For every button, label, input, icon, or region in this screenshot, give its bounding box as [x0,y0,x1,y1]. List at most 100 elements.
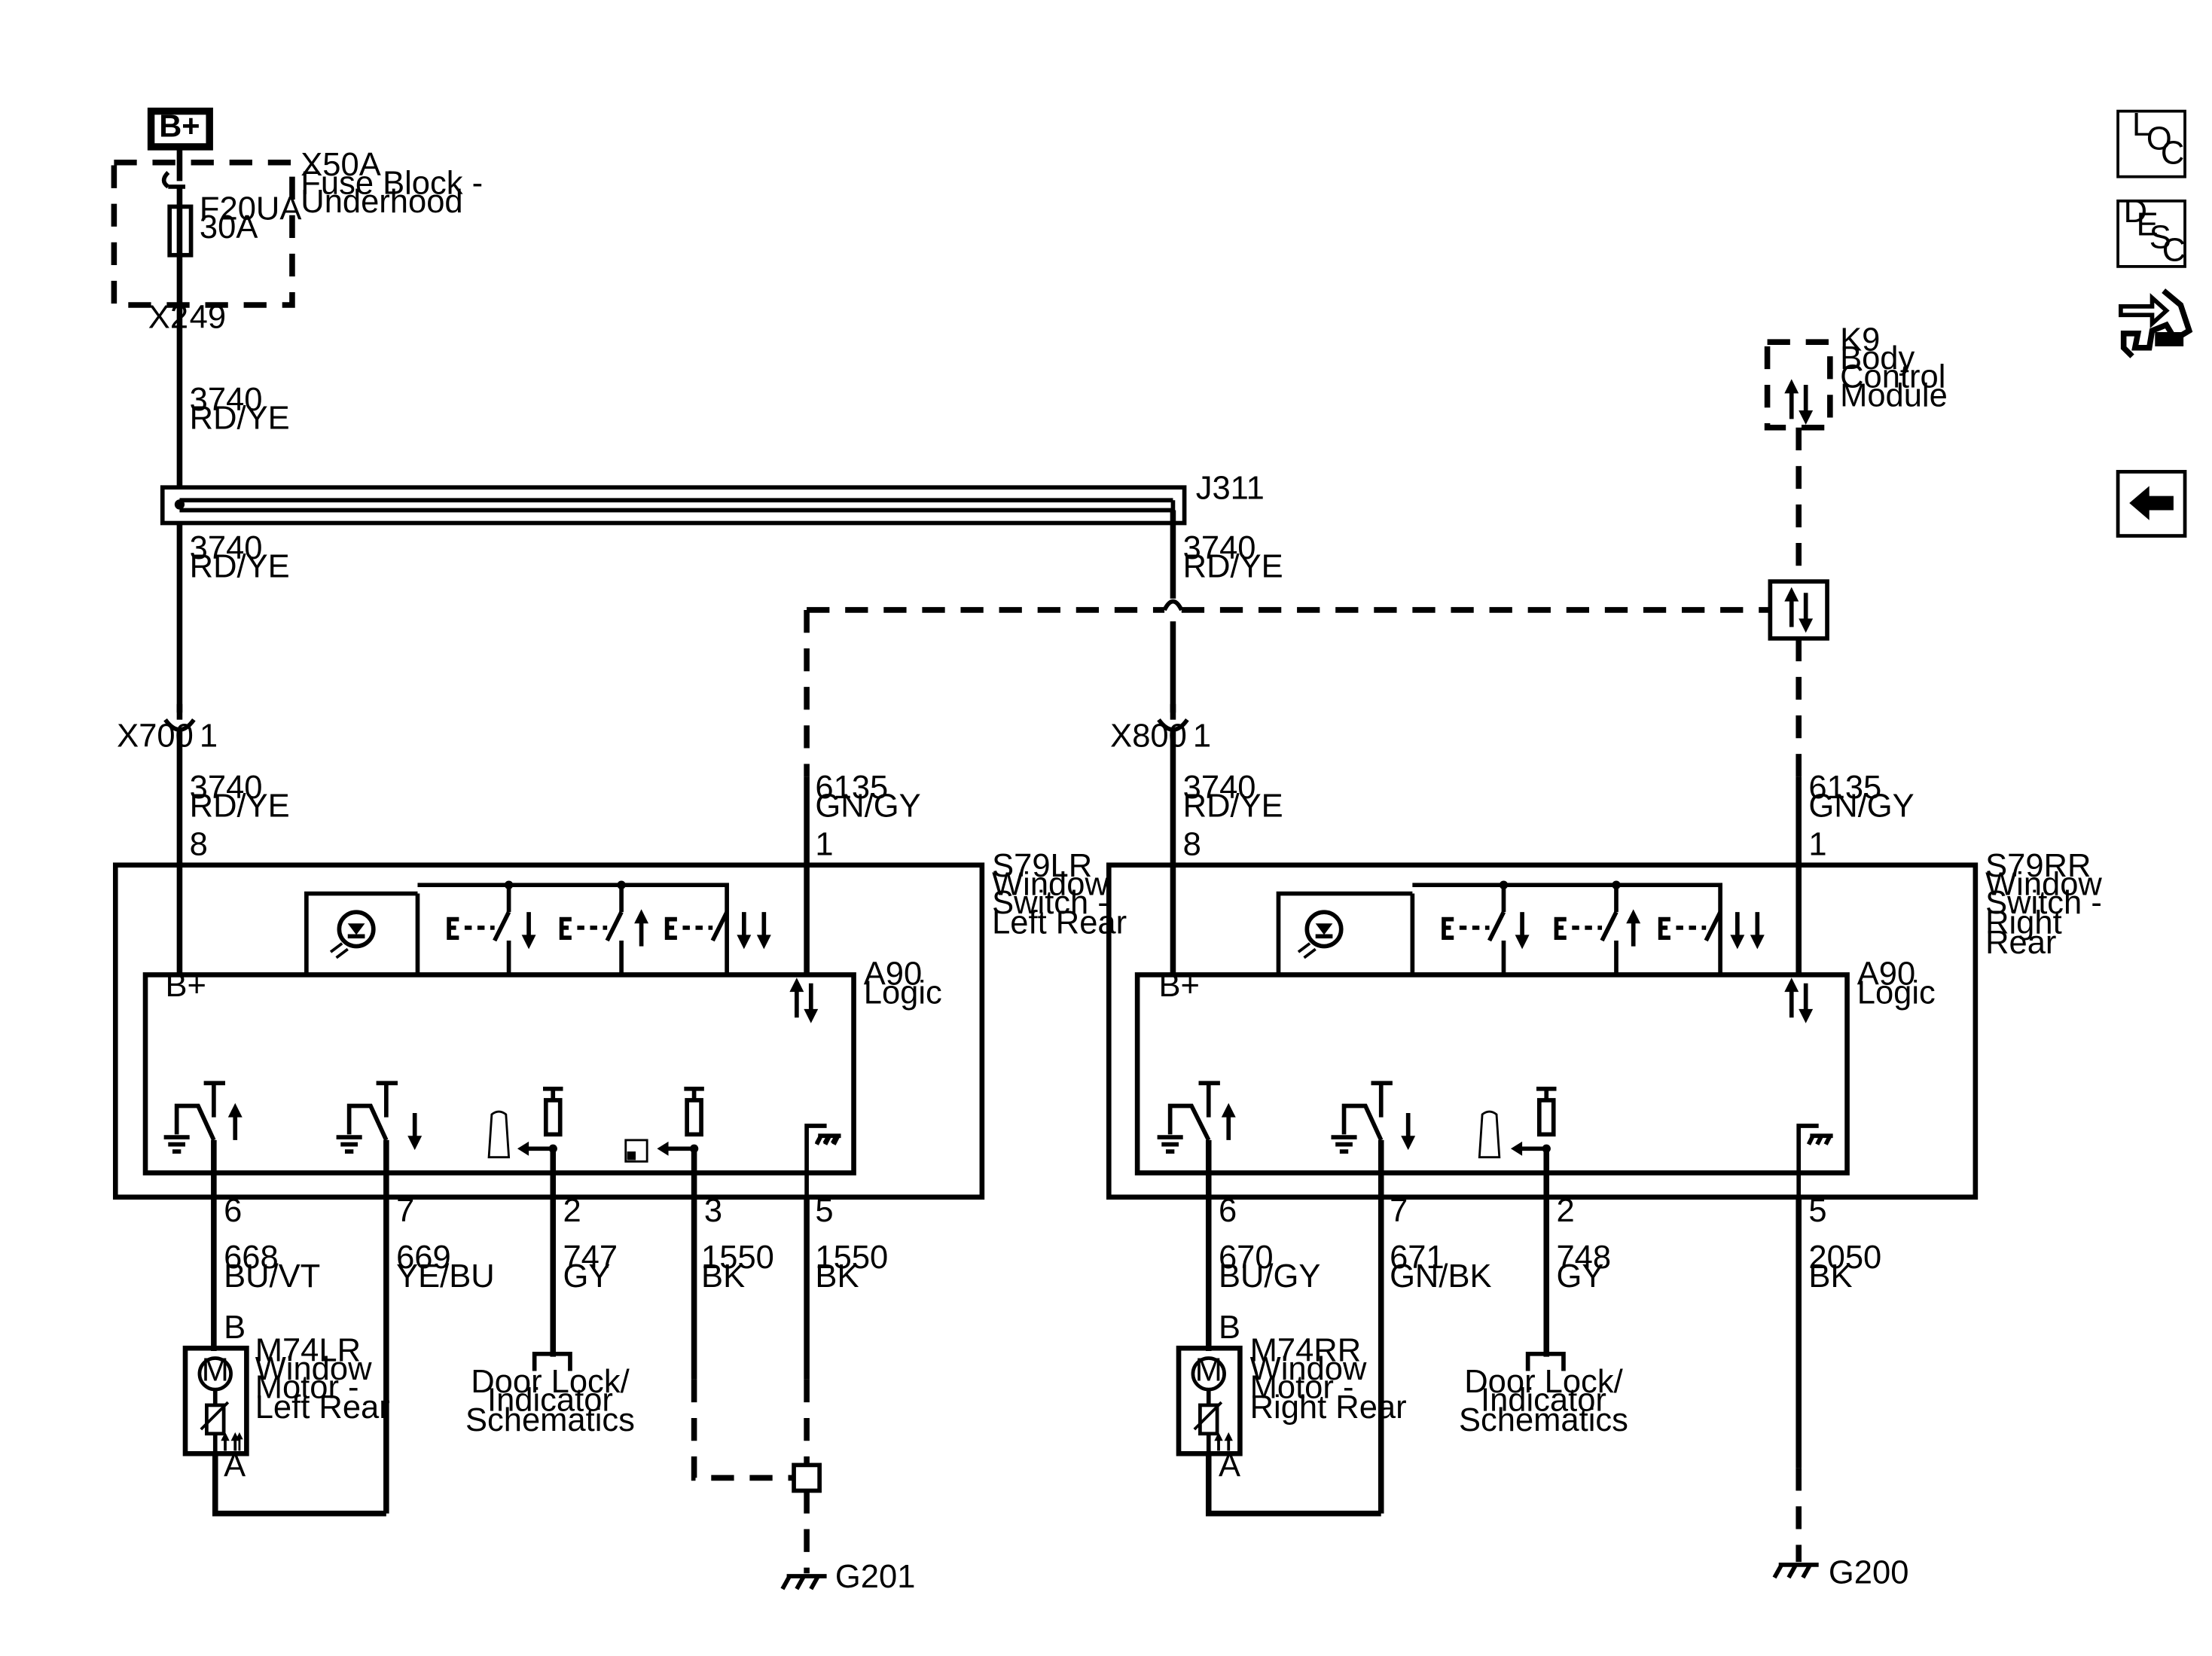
fuse-block-outline [111,159,295,308]
right-door-ref-3: Schematics [1459,1402,1628,1438]
left-motor-id: M74LR [255,1332,361,1368]
left-door-lock-icon [487,1110,511,1159]
motor-sensor-arrows [221,1432,1233,1451]
left-switch-name-2: Switch - [992,885,1109,921]
left-wire-label-4-color: BK [815,1258,859,1295]
location-button[interactable]: L O C [2116,107,2186,178]
left-feed-color-2: RD/YE [190,788,290,824]
desc-letter-1: D [2124,194,2147,230]
right-feed-color-1: RD/YE [1183,548,1283,584]
desc-letter-4: C [2162,232,2186,268]
left-switch-id: S79LR [992,848,1092,884]
right-motor-name-3: Right Rear [1250,1389,1407,1426]
left-pin-light: 3 [704,1193,722,1229]
right-pin-lin: 1 [1808,826,1826,862]
left-door-ref-connector [532,1351,572,1371]
left-door-ref-2: Indicator [487,1382,613,1418]
left-motor-pin-b: B [224,1310,246,1346]
bcm-id: K9 [1840,322,1880,358]
fuse-block-name-1: Fuse Block - [301,165,483,201]
right-pin-feed: 8 [1183,826,1201,862]
right-switch-name-3: Right [1985,905,2062,941]
left-door-ref-1: Door Lock/ [471,1364,630,1400]
right-wire-label-2-circuit: 748 [1556,1240,1611,1276]
left-logic-bplus: B+ [166,968,206,1004]
bcm-name-3: Module [1840,377,1948,413]
right-switch-up-contact [1554,885,1640,975]
fuse-conn-id: X2 [148,299,188,335]
left-door-ref-3: Schematics [465,1402,635,1438]
right-wire-label-3-circuit: 2050 [1808,1240,1881,1276]
right-down-relay [1331,1081,1415,1151]
left-feed-circuit-2: 3740 [190,770,263,806]
right-logic-id: A90 [1857,956,1915,993]
left-wire-label-1-color: YE/BU [396,1258,495,1295]
wire-label-circuit: 3740 [190,382,263,418]
left-pin-up: 6 [224,1193,242,1229]
description-button[interactable]: D E S C [2116,194,2186,268]
left-motor-name-2: Motor - [255,1369,359,1405]
left-wire-label-3-circuit: 1550 [701,1240,774,1276]
right-lin-circuit: 6135 [1808,770,1881,806]
connector-icon[interactable] [2119,288,2193,358]
fuse-conn-pin: 49 [190,299,226,335]
left-lin-circuit: 6135 [815,770,888,806]
left-logic-ground-symbol [814,1133,841,1145]
left-switch-module [112,862,985,1200]
left-ground-junction [792,1462,822,1493]
right-door-lock-icon [1478,1110,1501,1159]
right-pin-ground: 5 [1808,1193,1826,1229]
right-pin-up: 6 [1219,1193,1237,1229]
fuse-rating: 30A [200,209,258,246]
left-lock-input [487,1086,563,1159]
g200-ground-icon [1774,1565,1819,1578]
fuse-id: F20UA [200,191,301,227]
left-wire-label-3-color: BK [701,1258,745,1295]
right-motor-return [1205,1453,1381,1517]
right-up-relay [1158,1081,1236,1151]
desc-letter-2: E [2137,206,2159,242]
fuse-block-id: X50A [301,147,380,183]
desc-letter-3: S [2149,219,2171,255]
right-switch-name-4: Rear [1985,925,2056,961]
right-feed-circuit-1: 3740 [1183,530,1256,566]
x700-pin: 1 [200,718,218,755]
left-wire-label-1-circuit: 669 [396,1240,451,1276]
right-lock-input [1478,1086,1557,1159]
left-logic-name: Logic [864,974,942,1011]
right-wire-label-3-color: BK [1808,1258,1852,1295]
right-feed-color-2: RD/YE [1183,788,1283,824]
bcm-data-icon [1784,379,1813,425]
left-switch-down-contact [447,885,535,975]
wire-label-color: RD/YE [190,401,290,437]
lin-bus-junction [1768,579,1829,641]
left-motor-symbol: M [202,1353,229,1389]
splice-id: J311 [1196,470,1265,506]
left-motor-return [212,1453,386,1517]
left-pin-feed: 8 [190,826,208,862]
right-switch-id: S79RR [1985,848,2091,884]
right-motor-pin-b: B [1219,1310,1240,1346]
back-arrow-button[interactable] [2116,470,2187,538]
right-ground-id: G200 [1829,1554,1908,1590]
left-pin-down: 7 [396,1193,414,1229]
left-feed-color-1: RD/YE [190,548,290,584]
left-ground-id: G201 [835,1559,915,1595]
right-logic-bplus: B+ [1159,968,1200,1004]
loc-letter-1: L [2132,107,2150,143]
x800-pin: 1 [1193,718,1211,755]
right-wire-label-2-color: GY [1556,1258,1603,1295]
loc-letter-3: C [2161,136,2184,172]
g201-ground-icon [783,1576,827,1589]
right-wire-label-1-color: GN/BK [1390,1258,1491,1295]
power-source: B+ [147,107,213,151]
left-motor-name-3: Left Rear [255,1389,390,1426]
left-light-input [624,1086,704,1163]
bcm-name-2: Control [1840,359,1945,395]
right-switch-module [1106,862,1979,1200]
left-motor-name-1: Window [255,1351,372,1387]
left-switch-name-3: Left Rear [992,905,1127,941]
right-feed-circuit-2: 3740 [1183,770,1256,806]
right-switch-name-1: Window [1985,866,2102,902]
left-switch-name-1: Window [992,866,1109,902]
